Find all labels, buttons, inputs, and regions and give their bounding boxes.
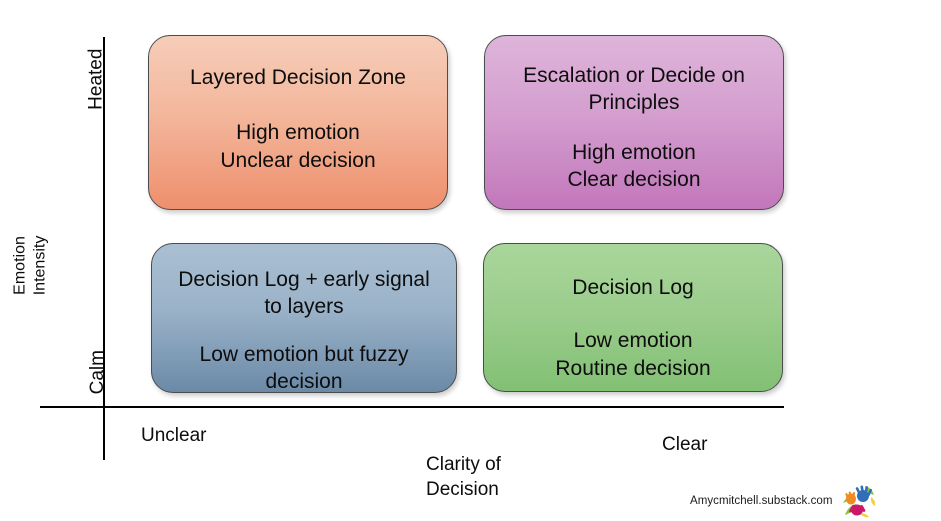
quadrant-calm-clear[interactable]: Decision Log Low emotion Routine decisio… [483,243,783,392]
y-axis-tick-calm-label: Calm [86,350,108,395]
watermark-text: Amycmitchell.substack.com [690,495,833,507]
y-axis-tick-calm: Calm [58,350,138,394]
watermark: Amycmitchell.substack.com [690,483,878,519]
quadrant-heated-clear[interactable]: Escalation or Decide on Principles High … [484,35,784,210]
y-axis-title: Emotion Intensity [11,206,52,324]
quadrant-heated-clear-headline: Escalation or Decide on Principles [523,64,745,115]
y-axis-tick-heated-label: Heated [85,48,107,110]
quadrant-calm-clear-detail: Low emotion Routine decision [555,329,711,380]
x-axis-line [40,406,784,408]
x-axis-tick-clear: Clear [662,434,708,455]
y-axis-title-line-2: Intensity [32,235,49,296]
x-axis-title: Clarity of Decision [426,452,501,502]
x-axis-title-line-2: Decision [426,479,499,501]
colorful-hands-logo-icon [841,483,878,519]
quadrant-heated-clear-detail: High emotion Clear decision [567,140,701,191]
quadrant-heated-unclear[interactable]: Layered Decision Zone High emotion Uncle… [148,35,448,210]
quadrant-heated-unclear-headline: Layered Decision Zone [190,66,406,89]
quadrant-calm-unclear-detail: Low emotion but fuzzy decision [199,342,409,393]
x-axis-tick-unclear: Unclear [141,425,207,446]
y-axis-tick-heated: Heated [52,49,142,110]
y-axis-title-line-1: Emotion [11,236,29,295]
quadrant-calm-clear-headline: Decision Log [572,276,694,299]
x-axis-title-line-1: Clarity of [426,454,501,475]
quadrant-calm-unclear-headline: Decision Log + early signal to layers [178,268,430,319]
quadrant-heated-unclear-detail: High emotion Unclear decision [220,121,376,172]
quadrant-calm-unclear[interactable]: Decision Log + early signal to layers Lo… [151,243,457,393]
y-axis-line [103,37,105,460]
